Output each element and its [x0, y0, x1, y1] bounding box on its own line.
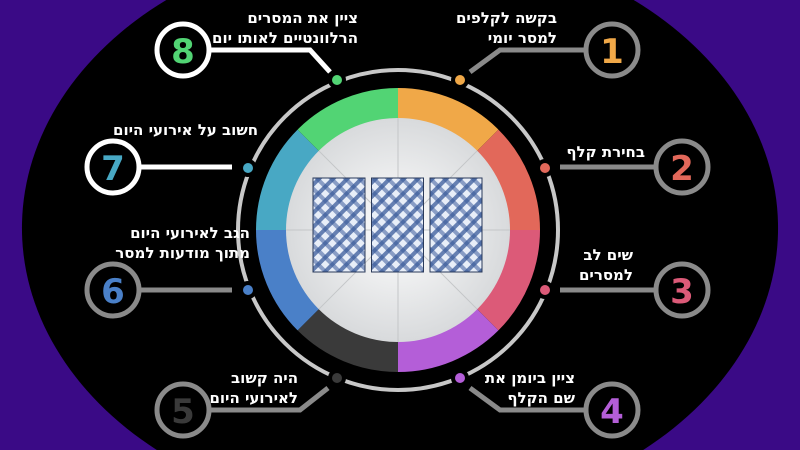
step-label-line: הרלוונטיים לאותו יום: [212, 29, 358, 47]
connector-line-1: [468, 47, 586, 75]
outer-ring: [236, 68, 560, 392]
tarot-card[interactable]: [371, 177, 424, 273]
step-label-line: בחירת קלף: [566, 143, 645, 161]
step-badge-1: 1: [583, 21, 641, 79]
step-label-line: לאירועי היום: [209, 389, 298, 407]
step-number: 1: [600, 32, 624, 72]
segment-2: [475, 129, 540, 230]
tarot-card[interactable]: [312, 177, 366, 273]
step-number: 5: [171, 392, 195, 432]
step-number: 8: [171, 32, 195, 72]
connector-dot-4: [455, 373, 465, 383]
badge-ring: [154, 21, 212, 79]
step-label-5: היה קשוב לאירועי היום: [209, 368, 298, 408]
step-number: 6: [101, 272, 125, 312]
segment-6: [256, 230, 321, 331]
step-label-line: שים לב: [583, 246, 633, 264]
step-label-line: ציין ביומן את: [484, 369, 575, 387]
step-label-line: מתוך מודעות למסר: [115, 244, 250, 262]
step-label-6: הגב לאירועי היום מתוך מודעות למסר: [115, 223, 250, 263]
step-badge-4: 4: [583, 381, 641, 439]
step-badge-5: 5: [154, 381, 212, 439]
segment-8: [297, 88, 398, 153]
step-badge-8: 8: [154, 21, 212, 79]
connector-line-4: [468, 385, 586, 413]
step-label-3: שים לב למסרים: [579, 245, 633, 285]
segment-1: [398, 88, 499, 153]
segment-7: [256, 129, 321, 230]
step-label-line: היה קשוב: [231, 369, 298, 387]
step-label-line: הגב לאירועי היום: [130, 224, 250, 242]
connector-dot-3: [540, 285, 550, 295]
step-label-7: חשוב על אירועי היום: [113, 120, 258, 140]
segment-4: [398, 307, 499, 372]
step-label-4: ציין ביומן את שם הקלף: [485, 368, 575, 408]
step-label-1: בקשה לקלפים למסר יומי: [456, 8, 557, 48]
step-badge-3: 3: [653, 261, 711, 319]
step-label-line: בקשה לקלפים: [455, 9, 557, 27]
step-label-2: בחירת קלף: [566, 142, 645, 162]
step-label-line: חשוב על אירועי היום: [113, 121, 258, 139]
connector-line-5: [209, 386, 330, 413]
badge-ring: [84, 261, 142, 319]
tarot-card[interactable]: [429, 177, 483, 273]
connector-line-8: [209, 47, 332, 74]
step-label-line: ציין את המסרים: [247, 9, 358, 27]
step-badge-7: 7: [84, 138, 142, 196]
connector-dot-1: [455, 75, 465, 85]
step-badge-2: 2: [653, 138, 711, 196]
segment-3: [475, 230, 540, 331]
connector-dot-7: [243, 163, 253, 173]
badge-ring: [84, 138, 142, 196]
badge-ring: [583, 21, 641, 79]
step-number: 7: [101, 149, 125, 189]
step-badge-6: 6: [84, 261, 142, 319]
step-label-8: ציין את המסרים הרלוונטיים לאותו יום: [212, 8, 358, 48]
badge-ring: [653, 261, 711, 319]
step-label-line: למסר יומי: [487, 29, 557, 47]
connector-dot-2: [540, 163, 550, 173]
connector-dot-8: [332, 75, 342, 85]
step-label-line: שם הקלף: [507, 389, 575, 407]
badge-ring: [583, 381, 641, 439]
badge-ring: [154, 381, 212, 439]
segment-5: [297, 307, 398, 372]
step-number: 4: [600, 392, 624, 432]
badge-ring: [653, 138, 711, 196]
step-label-line: למסרים: [578, 266, 633, 284]
connector-dot-6: [243, 285, 253, 295]
connector-dot-5: [332, 373, 342, 383]
step-number: 3: [670, 272, 694, 312]
step-number: 2: [670, 149, 694, 189]
